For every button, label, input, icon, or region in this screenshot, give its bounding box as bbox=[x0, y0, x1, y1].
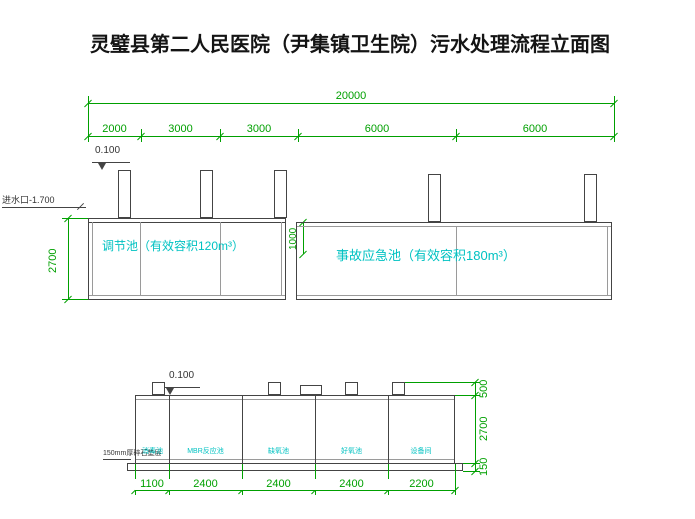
dim-label: 2400 bbox=[242, 479, 315, 490]
extension-line bbox=[88, 96, 89, 142]
drawing-title: 灵璧县第二人民医院（尹集镇卫生院）污水处理流程立面图 bbox=[90, 34, 610, 56]
dim-label: 2000 bbox=[102, 123, 127, 135]
tank-partition bbox=[242, 395, 243, 463]
dimension-line bbox=[88, 136, 614, 137]
dimension-line bbox=[135, 490, 455, 491]
dim-label-height: 2700 bbox=[478, 416, 490, 442]
base-note: 150mm厚碎石垫层 bbox=[103, 450, 162, 457]
tank-partition bbox=[388, 395, 389, 463]
tank2-label: 事故应急池（有效容积180m³） bbox=[336, 248, 516, 263]
dim-label: 2200 bbox=[388, 479, 455, 490]
tank-partition bbox=[315, 395, 316, 463]
tank-wall bbox=[88, 222, 286, 223]
tank-wall bbox=[296, 222, 297, 300]
tank-wall bbox=[88, 295, 286, 296]
tank-wall bbox=[296, 222, 612, 223]
tank-partition bbox=[169, 395, 170, 463]
vent-riser bbox=[268, 382, 281, 395]
tank-partition bbox=[140, 222, 141, 295]
dim-label: 2400 bbox=[315, 479, 388, 490]
extension-line bbox=[463, 463, 480, 464]
extension-line bbox=[405, 382, 480, 383]
dim-label: 1100 bbox=[135, 479, 169, 490]
leader-line bbox=[2, 207, 86, 208]
compartment-label: 消毒池 bbox=[142, 448, 163, 455]
tank-wall bbox=[454, 395, 455, 463]
leader-line bbox=[103, 459, 131, 460]
dim-label: 3000 bbox=[168, 123, 193, 135]
tank-wall bbox=[296, 226, 612, 227]
extension-line bbox=[614, 96, 615, 142]
extension-line bbox=[455, 395, 480, 396]
elevation-triangle-icon bbox=[166, 388, 174, 395]
dim-label-height: 2700 bbox=[47, 248, 59, 274]
dimension-line bbox=[68, 218, 69, 300]
dim-label: 3000 bbox=[246, 123, 272, 135]
tank-wall bbox=[135, 395, 455, 396]
vent-riser bbox=[152, 382, 165, 395]
dim-label: 6000 bbox=[364, 123, 390, 135]
elevation-flag-line bbox=[160, 387, 200, 388]
tank-wall bbox=[135, 395, 136, 463]
tank-partition bbox=[220, 222, 221, 295]
elevation-label: 0.100 bbox=[95, 145, 121, 156]
vent-riser bbox=[345, 382, 358, 395]
tank-wall bbox=[285, 218, 286, 300]
tank-wall bbox=[88, 218, 89, 300]
base-slab bbox=[127, 463, 463, 471]
tank-wall bbox=[135, 399, 455, 400]
vent-riser bbox=[200, 170, 213, 218]
elevation-label: 0.100 bbox=[169, 370, 195, 381]
tank-wall bbox=[88, 299, 286, 300]
vent-riser bbox=[118, 170, 131, 218]
dimension-line bbox=[475, 382, 476, 471]
vent-riser bbox=[274, 170, 287, 218]
dimension-line bbox=[88, 103, 614, 104]
tank-wall bbox=[92, 222, 93, 295]
tank-wall bbox=[296, 295, 612, 296]
dim-label-height: 500 bbox=[478, 379, 490, 399]
compartment-label: 缺氧池 bbox=[268, 448, 289, 455]
vent-riser bbox=[428, 174, 441, 222]
dim-label: 2400 bbox=[169, 479, 242, 490]
compartment-label: 好氧池 bbox=[341, 448, 362, 455]
dim-label: 6000 bbox=[522, 123, 548, 135]
tank-wall bbox=[296, 299, 612, 300]
vent-riser bbox=[392, 382, 405, 395]
elevation-flag-line bbox=[92, 162, 130, 163]
extension-line bbox=[62, 218, 88, 219]
elevation-triangle-icon bbox=[98, 163, 106, 170]
tank1-label: 调节池（有效容积120m³） bbox=[102, 239, 245, 253]
tank-wall bbox=[281, 222, 282, 295]
vent-riser bbox=[584, 174, 597, 222]
tank-wall bbox=[88, 218, 286, 219]
extension-line bbox=[455, 464, 456, 495]
inlet-label: 进水口-1.700 bbox=[2, 195, 55, 205]
extension-line bbox=[463, 471, 480, 472]
dim-label-total: 20000 bbox=[335, 90, 367, 102]
dimension-line bbox=[303, 222, 304, 254]
tank-wall bbox=[611, 222, 612, 300]
tank-wall bbox=[607, 226, 608, 295]
tank-wall bbox=[135, 459, 455, 460]
dim-label-height: 150 bbox=[478, 457, 490, 477]
tank-partition bbox=[456, 226, 457, 295]
compartment-label: MBR反应池 bbox=[187, 448, 224, 455]
compartment-label: 设备间 bbox=[410, 448, 432, 455]
equipment-hatch bbox=[300, 385, 322, 395]
extension-line bbox=[62, 299, 88, 300]
